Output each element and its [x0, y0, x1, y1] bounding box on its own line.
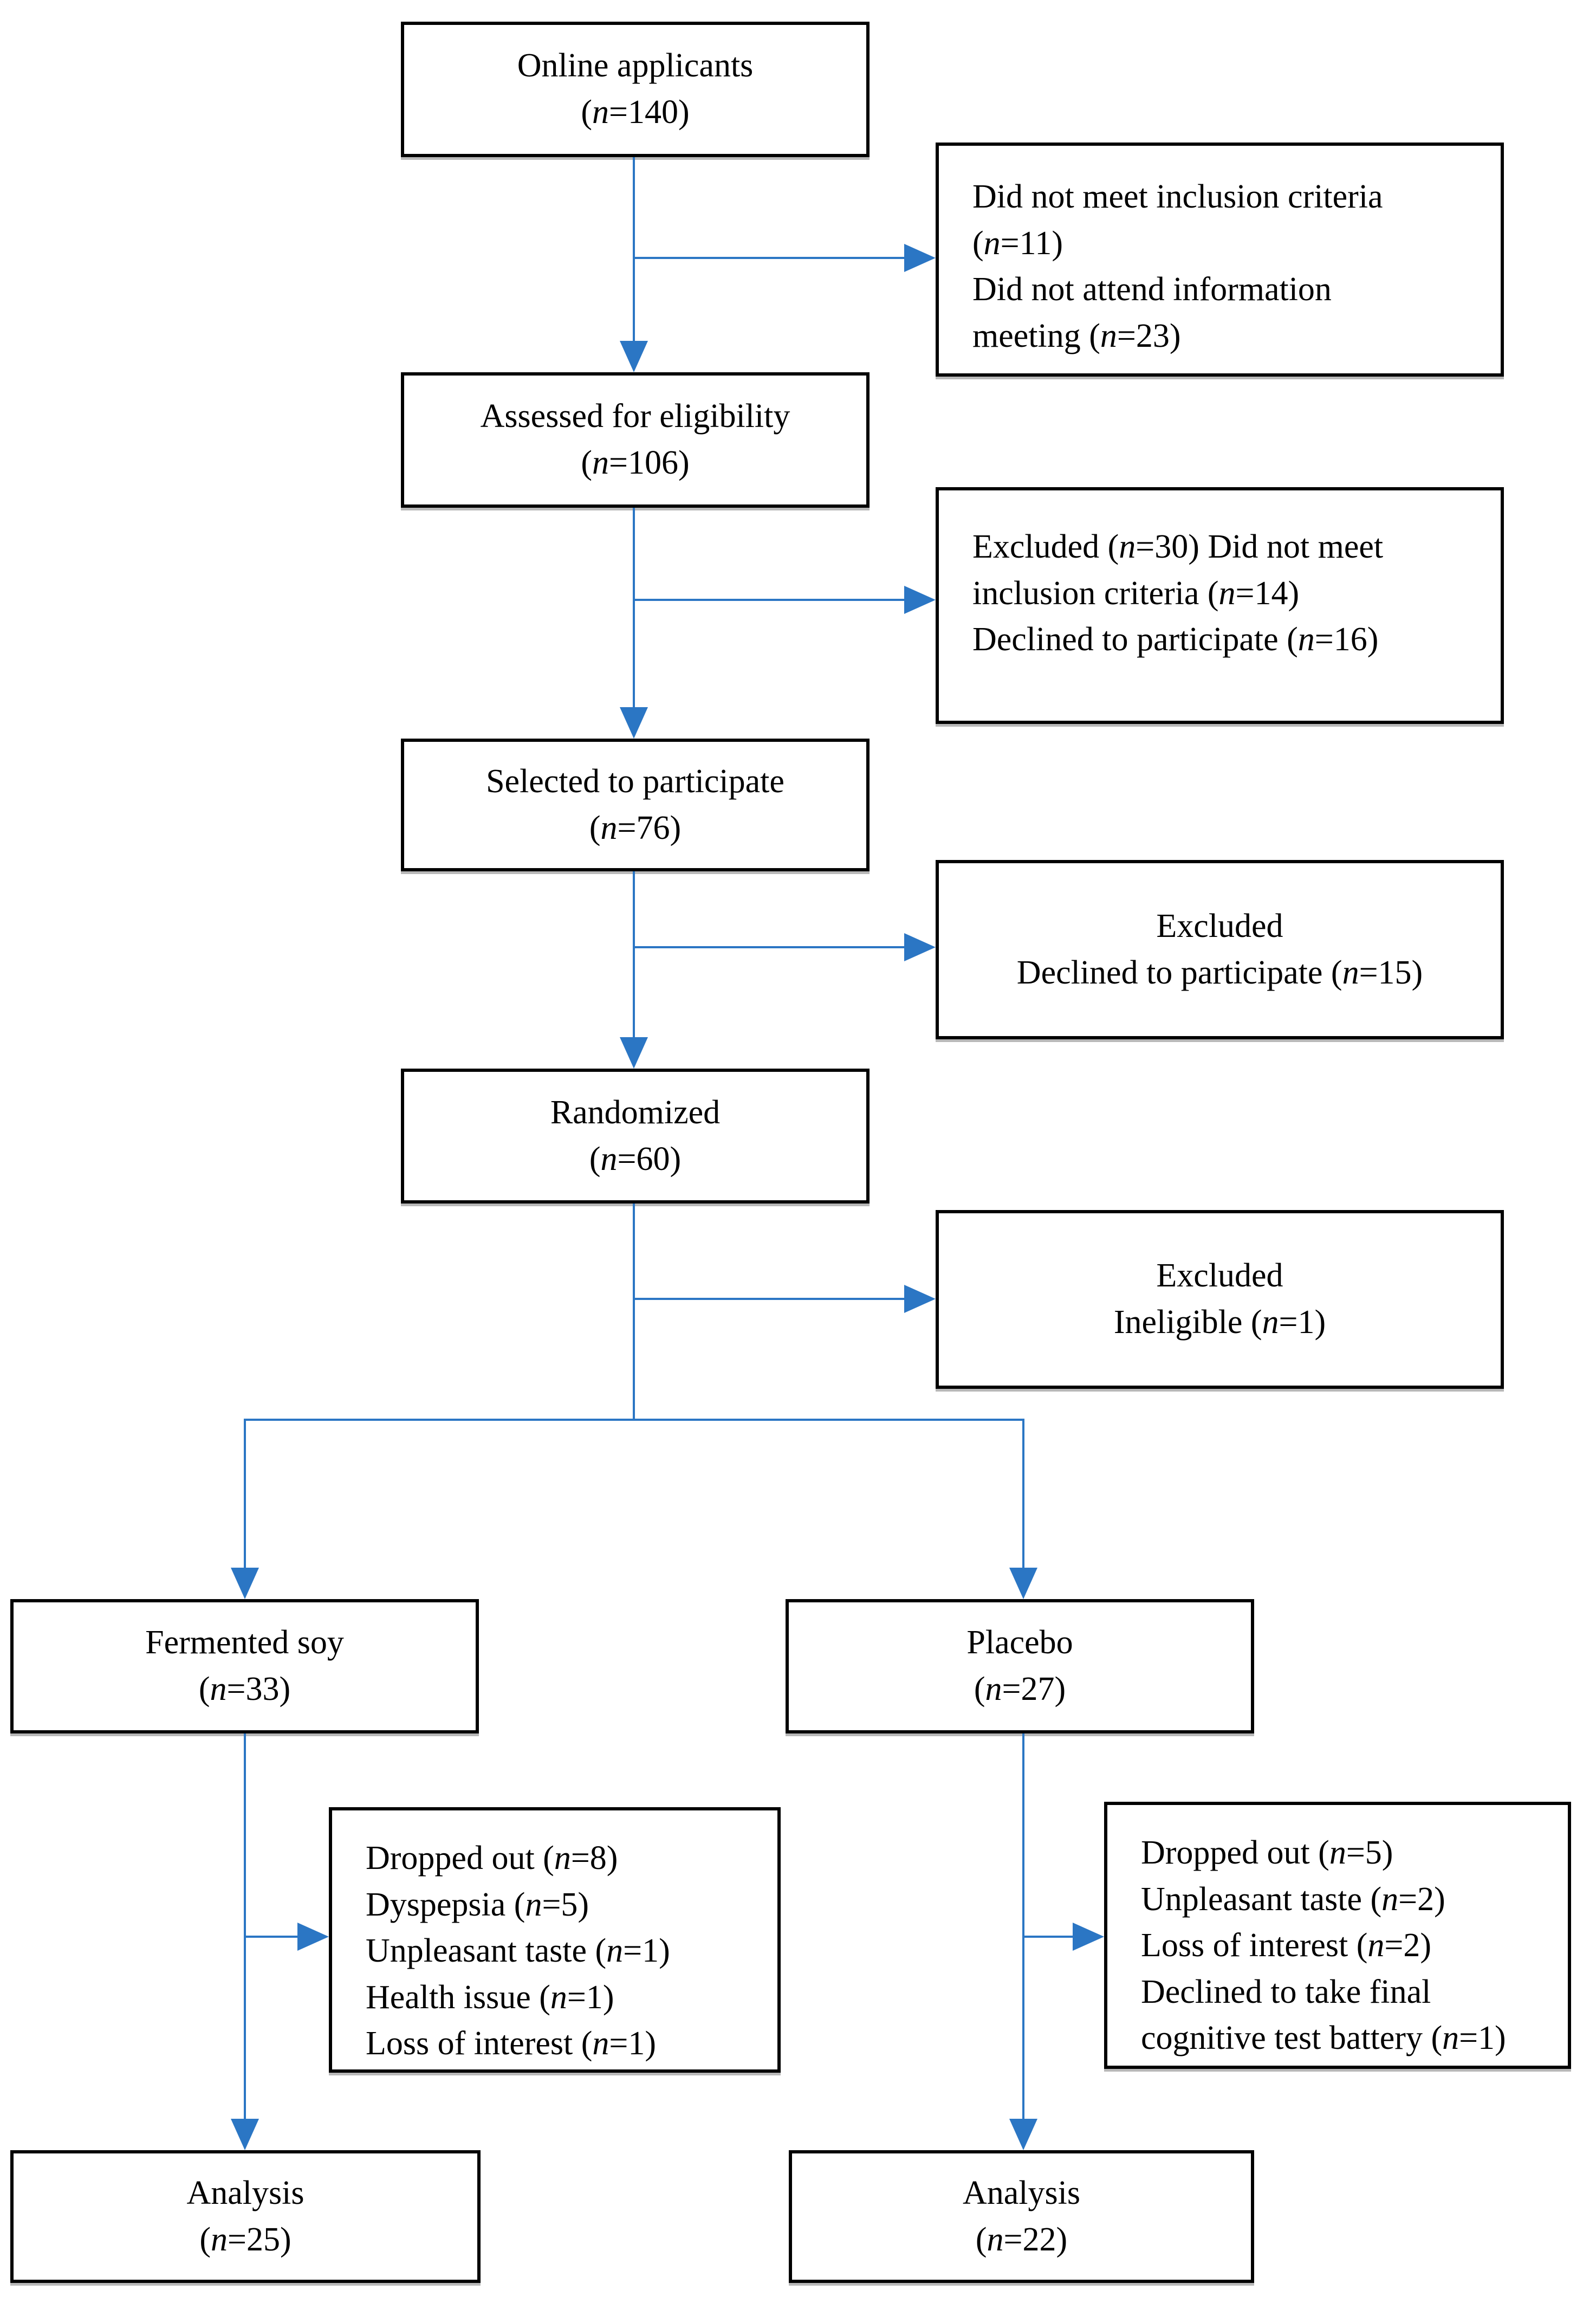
box-did-not-meet-criteria: Did not meet inclusion criteria (n=11) Did…	[936, 143, 1504, 377]
text-line: Unpleasant taste (n=1)	[366, 1932, 670, 1970]
text-line: Placebo	[966, 1624, 1073, 1661]
text-line: Declined to participate (n=16)	[972, 621, 1379, 658]
connector-vertical	[1022, 1419, 1024, 1568]
arrow-down-icon	[231, 1568, 259, 1599]
connector-horizontal	[634, 599, 904, 601]
text-line: (n=25)	[199, 2221, 291, 2258]
text-line: Did not meet inclusion criteria	[972, 178, 1383, 215]
text-line: (n=11)	[972, 224, 1063, 262]
text-line: Selected to participate	[486, 762, 784, 800]
box-analysis-placebo: Analysis (n=22)	[789, 2150, 1254, 2283]
connector-vertical	[244, 1733, 246, 2119]
text-line: Health issue (n=1)	[366, 1978, 614, 2016]
arrow-down-icon	[620, 341, 648, 372]
text-line: Analysis	[186, 2174, 304, 2211]
box-dropped-out-fermented: Dropped out (n=8) Dyspepsia (n=5) Unpleasa…	[329, 1807, 781, 2073]
connector-vertical	[633, 157, 635, 341]
connector-horizontal	[244, 1936, 297, 1938]
text-line: Dropped out (n=8)	[366, 1840, 618, 1877]
text-line: Randomized	[550, 1094, 721, 1131]
connector-vertical	[633, 871, 635, 1037]
text-line: Assessed for eligibility	[480, 398, 790, 435]
box-selected-to-participate: Selected to participate (n=76)	[401, 739, 870, 871]
text-line: (n=27)	[974, 1671, 1066, 1707]
arrow-right-icon	[904, 1285, 936, 1313]
text-line: Declined to take final	[1141, 1973, 1431, 2010]
arrow-down-icon	[231, 2119, 259, 2150]
text-line: Loss of interest (n=1)	[366, 2025, 657, 2062]
text-line: Declined to participate (n=15)	[1016, 954, 1423, 991]
box-dropped-out-placebo: Dropped out (n=5) Unpleasant taste (n=2) L…	[1104, 1802, 1571, 2069]
text-line: Loss of interest (n=2)	[1141, 1927, 1432, 1964]
connector-horizontal	[634, 946, 904, 948]
connector-split	[244, 1419, 1024, 1421]
connector-horizontal	[1022, 1936, 1073, 1938]
text-line: Ineligible (n=1)	[1113, 1304, 1326, 1341]
connector-vertical	[1022, 1733, 1024, 2119]
text-line: (n=60)	[589, 1140, 682, 1178]
text-line: Fermented soy	[145, 1624, 344, 1661]
box-randomized: Randomized (n=60)	[401, 1069, 870, 1204]
text-line: Dyspepsia (n=5)	[366, 1886, 589, 1923]
arrow-down-icon	[620, 1037, 648, 1069]
box-analysis-fermented: Analysis (n=25)	[10, 2150, 481, 2283]
text-line: cognitive test battery (n=1)	[1141, 2020, 1506, 2057]
arrow-down-icon	[1009, 1568, 1037, 1599]
box-online-applicants: Online applicants (n=140)	[401, 22, 870, 157]
box-fermented-soy-arm: Fermented soy (n=33)	[10, 1599, 479, 1733]
text-line: Unpleasant taste (n=2)	[1141, 1880, 1445, 1918]
arrow-right-icon	[297, 1923, 329, 1951]
text-line: Excluded	[1156, 907, 1283, 945]
text-line: (n=22)	[975, 2221, 1068, 2258]
arrow-right-icon	[1073, 1923, 1104, 1951]
connector-vertical	[244, 1419, 246, 1568]
text-line: (n=140)	[581, 94, 690, 131]
connector-vertical	[633, 1204, 635, 1421]
connector-horizontal	[634, 1298, 904, 1300]
arrow-right-icon	[904, 933, 936, 961]
box-placebo-arm: Placebo (n=27)	[786, 1599, 1254, 1733]
text-line: Excluded	[1156, 1257, 1283, 1295]
text-line: Excluded (n=30) Did not meet	[972, 528, 1384, 565]
text-line: (n=106)	[581, 444, 690, 481]
text-line: (n=33)	[198, 1671, 291, 1707]
text-line: Did not attend information	[972, 271, 1332, 308]
text-line: Online applicants	[517, 47, 754, 85]
connector-vertical	[633, 508, 635, 708]
text-line: Dropped out (n=5)	[1141, 1834, 1393, 1871]
connector-horizontal	[634, 257, 904, 259]
box-excluded-n30: Excluded (n=30) Did not meet inclusion cr…	[936, 487, 1504, 724]
box-assessed-for-eligibility: Assessed for eligibility (n=106)	[401, 372, 870, 508]
text-line: inclusion criteria (n=14)	[972, 574, 1300, 612]
arrow-right-icon	[904, 586, 936, 614]
text-line: meeting (n=23)	[972, 317, 1181, 354]
arrow-down-icon	[1009, 2119, 1037, 2150]
text-line: (n=76)	[589, 809, 682, 846]
arrow-down-icon	[620, 707, 648, 739]
text-line: Analysis	[963, 2174, 1080, 2211]
arrow-right-icon	[904, 244, 936, 272]
